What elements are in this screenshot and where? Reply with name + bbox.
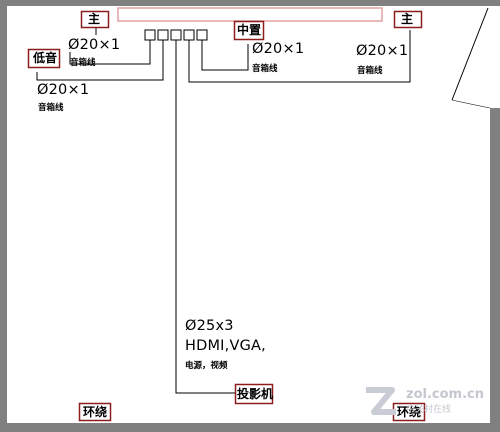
- surround-right-label: 环绕: [397, 405, 422, 419]
- zol-watermark: zol.com.cn 中关村在线: [362, 380, 497, 425]
- front-left-cable-spec: Ø20×1: [68, 37, 121, 53]
- projector-label: 投影机: [237, 387, 274, 401]
- front-left-cable-type: 音箱线: [70, 58, 96, 68]
- projector-cable-signal: HDMI,VGA,: [185, 338, 266, 354]
- speaker-icon: [78, 402, 112, 422]
- door: [451, 7, 491, 109]
- speaker-icon: [27, 48, 61, 69]
- front-right-cable-spec: Ø20×1: [356, 43, 409, 59]
- front-left-speaker: 主: [80, 10, 110, 30]
- watermark-slogan: 中关村在线: [406, 405, 452, 415]
- subwoofer-speaker: 低音: [27, 48, 61, 70]
- speaker-icon: [233, 20, 265, 41]
- projector-icon: [234, 383, 274, 405]
- speaker-icon: [393, 10, 423, 29]
- speaker-icon: [80, 10, 110, 29]
- front-right-label: 主: [401, 12, 414, 26]
- projector-cable-spec: Ø25x3: [185, 318, 234, 334]
- surround-right-speaker: 环绕: [392, 402, 426, 422]
- surround-left-speaker: 环绕: [78, 402, 112, 422]
- front-right-cable-type: 音箱线: [357, 66, 383, 76]
- watermark-site: zol.com.cn: [406, 387, 484, 402]
- projector-cable-type: 电源，视频: [185, 361, 228, 371]
- subwoofer-cable-spec: Ø20×1: [37, 82, 90, 98]
- center-cable-spec: Ø20×1: [252, 41, 305, 57]
- zol-logo-icon: [366, 387, 396, 415]
- wall-panel-ports: [144, 29, 208, 41]
- center-speaker: 中置: [233, 20, 265, 42]
- cable-lines: [36, 28, 411, 394]
- subwoofer-cable-type: 音箱线: [38, 103, 64, 113]
- center-label: 中置: [237, 23, 262, 37]
- center-cable-type: 音箱线: [252, 64, 278, 74]
- subwoofer-label: 低音: [33, 51, 58, 65]
- front-left-label: 主: [88, 12, 101, 26]
- surround-left-label: 环绕: [83, 405, 108, 419]
- projector: 投影机: [234, 383, 274, 405]
- front-right-speaker: 主: [393, 10, 423, 30]
